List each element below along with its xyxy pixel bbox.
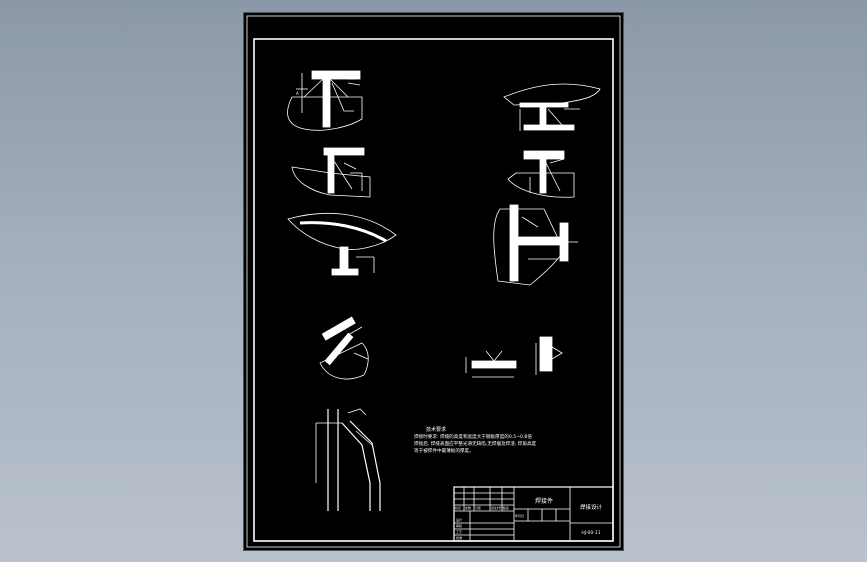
part-name: 焊接件 [535,497,553,505]
weld-detail-3 [291,147,371,198]
tb-row-1: 处数 [465,505,471,510]
weld-detail-2 [503,83,601,131]
weld-detail-5 [287,212,397,276]
tech-requirements-title: 技术要求 [426,427,447,433]
tb-label-0: 设计 [456,517,462,522]
svg-text:A: A [296,91,299,96]
drawing-sheet: A [244,13,623,550]
tb-row-2: 分区 [475,505,481,510]
tech-requirement-line-2: 焊接后, 焊缝表面应平整光滑无缺陷,无焊瘤及焊渣, 焊角高度 [414,442,537,447]
weld-detail-10 [315,408,381,511]
title-block: 焊接件 焊接设计 HJ-00-11 标记 处数 分区 更改文件号 签名 年月日 … [453,486,614,542]
drawing-number: HJ-00-11 [581,530,600,536]
tb-row-0: 标记 [455,505,461,510]
weld-detail-8 [465,350,517,378]
weld-detail-6 [493,204,578,286]
weld-detail-1: A [287,70,363,131]
outer-frame [246,15,621,548]
design-title: 焊接设计 [580,503,603,511]
tb-row-5: 年月日 [515,513,524,518]
tb-label-2: 工艺 [456,529,462,534]
weld-detail-4 [507,150,575,198]
tb-label-3: 批准 [456,535,462,540]
tb-row-3: 更改文件号 [491,506,504,510]
tech-requirement-line-3: 等于被焊件中最薄板的厚度。 [414,449,474,454]
cad-drawing: A [246,15,621,548]
weld-detail-7 [319,316,369,380]
weld-detail-9 [535,336,563,375]
inner-frame [253,38,614,542]
tb-row-4: 签名 [503,505,509,510]
tech-requirement-line-1: 焊接时要求: 焊缝的高度和宽度大于钢板厚度的0.5~0.8倍 [414,435,532,440]
tb-label-1: 审核 [456,523,462,528]
